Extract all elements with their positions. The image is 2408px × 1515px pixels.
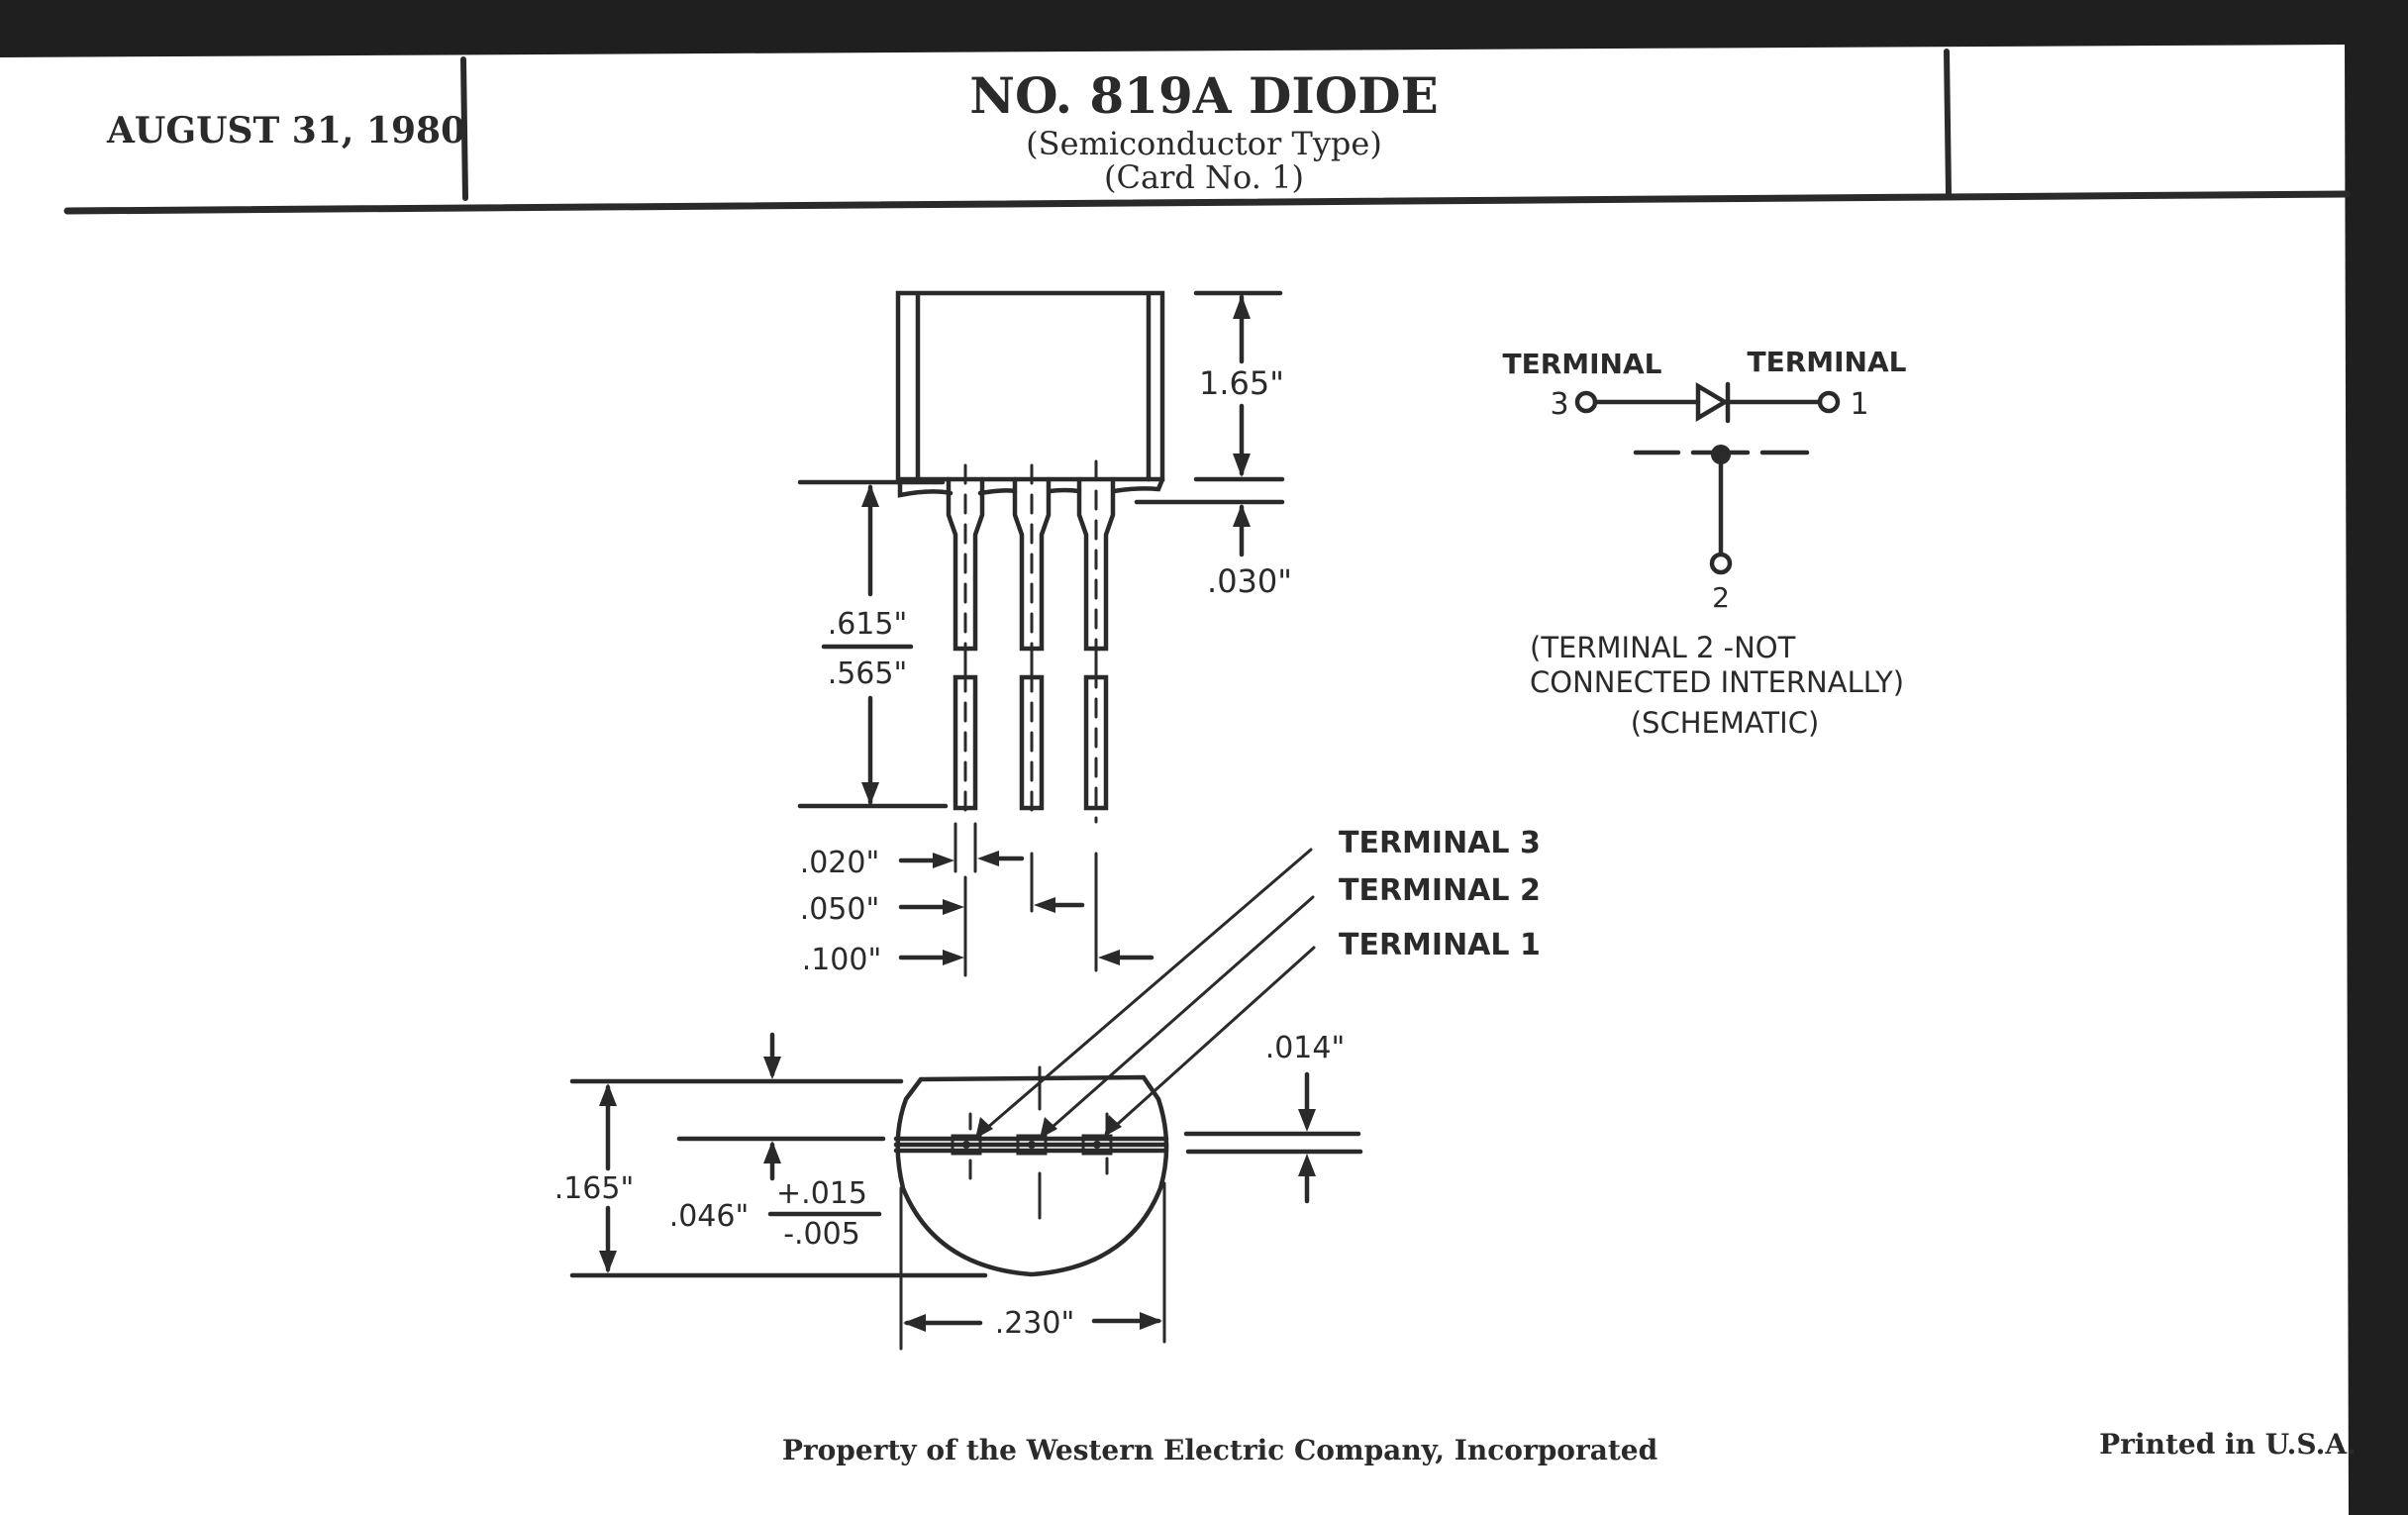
footer-printed-in: Printed in U.S.A.: [2099, 1428, 2357, 1461]
schematic-right-label: TERMINAL: [1747, 346, 1906, 378]
lead-terminal-3: [946, 463, 985, 824]
footer: Property of the Western Electric Company…: [782, 1428, 2357, 1466]
schematic-diagram: TERMINAL TERMINAL 3 1 2 (TERMINAL 2 -NOT…: [1502, 346, 1906, 740]
paper-sheet: [0, 45, 2349, 1515]
dim-lead-width-label: .020": [800, 846, 880, 880]
dimension-body-height: 1.65": [1193, 290, 1285, 482]
dimension-lead-length: .615" .565": [797, 479, 949, 809]
header: AUGUST 31, 1980 NO. 819A DIODE (Semicond…: [63, 49, 2351, 215]
dim-lead-row-offset-label: .046": [669, 1199, 750, 1234]
schematic-left-label: TERMINAL: [1502, 348, 1661, 380]
schematic-right-number: 1: [1850, 387, 1868, 422]
lead-terminal-2: [1012, 463, 1052, 824]
header-divider-left: [460, 56, 468, 201]
card-title: NO. 819A DIODE: [969, 66, 1439, 125]
terminal-2-node: [1709, 552, 1733, 575]
bottom-view-drawing: .165" .046" +.015 -.005 .014": [554, 1031, 1363, 1351]
dim-lead-spacing-half-label: .050": [800, 892, 880, 927]
schematic-note-line1: (TERMINAL 2 -NOT: [1530, 631, 1796, 664]
terminal-callouts: TERMINAL 3 TERMINAL 2 TERMINAL 1: [975, 826, 1541, 1139]
side-view-drawing: 1.65" .030" .615" .565": [797, 290, 1292, 977]
callout-terminal-2: TERMINAL 2: [1339, 873, 1541, 908]
dimension-base-offset: .030": [1134, 499, 1292, 600]
dimension-lead-row-offset: .046" +.015 -.005: [669, 1136, 886, 1252]
dim-lead-thickness-label: .014": [1265, 1031, 1346, 1065]
callout-terminal-3: TERMINAL 3: [1339, 826, 1541, 860]
body-base: [897, 476, 1165, 498]
dim-lead-spacing-full-label: .100": [802, 943, 882, 977]
card-date: AUGUST 31, 1980: [106, 110, 465, 152]
header-divider-right: [1944, 49, 1952, 197]
schematic-left-number: 3: [1550, 387, 1568, 422]
dimension-lead-thickness: .014": [1183, 1031, 1363, 1204]
dim-overall-height-label: .165": [554, 1171, 635, 1206]
card-number: (Card No. 1): [1104, 158, 1304, 196]
footer-property-notice: Property of the Western Electric Company…: [782, 1434, 1657, 1466]
diode-symbol: [1695, 382, 1730, 422]
callout-terminal-1: TERMINAL 1: [1339, 928, 1541, 962]
leader-terminal-1: [1107, 946, 1316, 1134]
dimension-width: .230": [899, 1181, 1166, 1351]
leader-terminal-2: [1043, 895, 1315, 1136]
dim-tolerance-plus: +.015: [776, 1176, 867, 1211]
dim-lead-length-min: .565": [828, 656, 908, 691]
leader-terminal-3: [978, 848, 1313, 1136]
schematic-caption: (SCHEMATIC): [1631, 706, 1820, 740]
dimension-overall-height: .165": [554, 1032, 988, 1278]
dim-base-offset-label: .030": [1207, 562, 1292, 600]
lead-terminal-1: [1076, 459, 1116, 824]
dim-tolerance-minus: -.005: [783, 1217, 860, 1252]
header-rule: [63, 190, 2351, 215]
terminal-2-junction: [1711, 445, 1731, 464]
bottom-view-outline: [895, 1074, 1169, 1277]
terminal-1-node: [1817, 390, 1841, 414]
schematic-note-line2: CONNECTED INTERNALLY): [1530, 665, 1904, 699]
schematic-bottom-number: 2: [1712, 581, 1730, 614]
card-subtitle: (Semiconductor Type): [1026, 125, 1382, 162]
dim-lead-length-max: .615": [828, 607, 908, 642]
dim-width-label: .230": [995, 1306, 1075, 1341]
dimension-lead-spacing: .020" .050" .100": [800, 822, 1154, 977]
lead-cross-sections: [951, 1134, 1113, 1156]
dim-body-height-label: 1.65": [1199, 364, 1284, 402]
